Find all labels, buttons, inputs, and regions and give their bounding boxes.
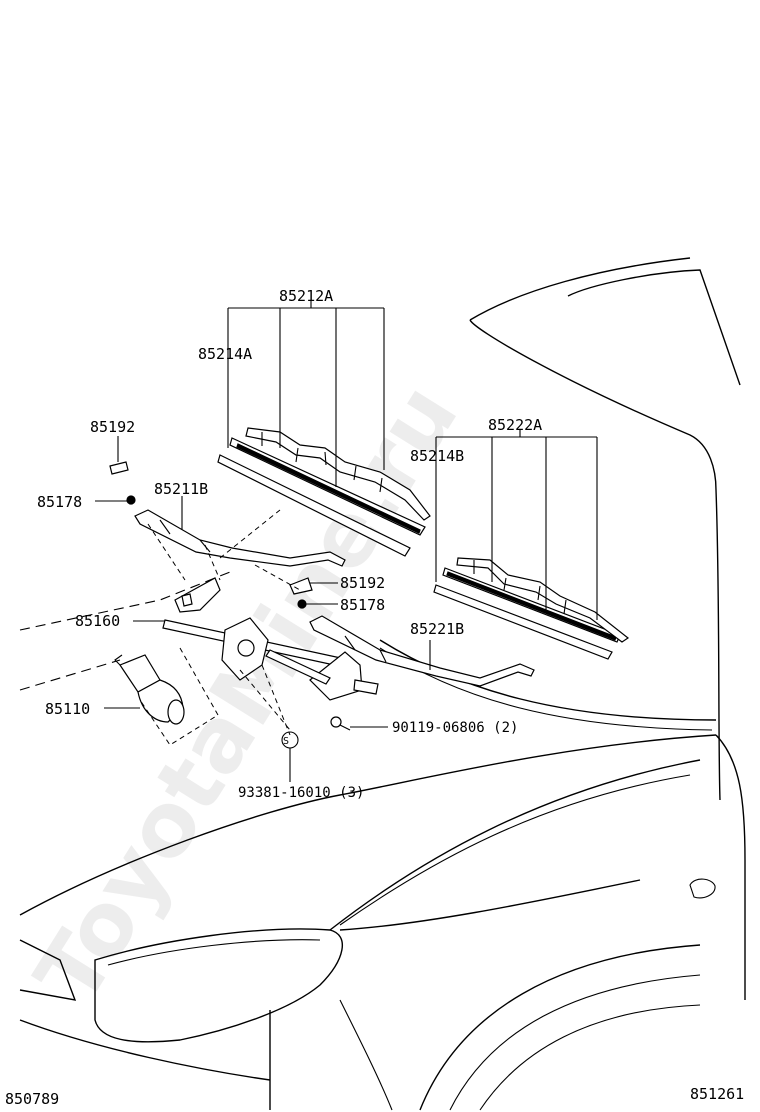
label-85110: 85110 xyxy=(45,700,90,718)
cap-85192-top xyxy=(109,461,129,475)
cap-85192-mid xyxy=(289,577,313,595)
label-85178-top: 85178 xyxy=(37,493,82,511)
footer-left-code: 850789 xyxy=(5,1090,59,1108)
wiper-arm-85221b xyxy=(309,615,535,687)
wiper-blade-85212a xyxy=(217,427,431,557)
leader-lines xyxy=(95,300,598,782)
label-85192-mid: 85192 xyxy=(340,574,385,592)
label-85211b: 85211B xyxy=(154,480,208,498)
nut-85178-top xyxy=(126,495,136,505)
label-85214b: 85214B xyxy=(410,447,464,465)
label-bolt-90119: 90119-06806 (2) xyxy=(392,720,518,736)
bolt-90119 xyxy=(330,716,351,731)
wiper-motor-85110 xyxy=(114,654,185,725)
label-85221b: 85221B xyxy=(410,620,464,638)
vehicle-body-outline xyxy=(19,257,746,1111)
label-85222a: 85222A xyxy=(488,416,542,434)
label-85160: 85160 xyxy=(75,612,120,630)
wiper-linkage-85160 xyxy=(162,577,379,701)
label-screw-93381: 93381-16010 (3) xyxy=(238,785,364,801)
assembly-guide-lines xyxy=(139,509,301,746)
screw-symbol-letter: S xyxy=(283,736,289,747)
label-85192-top: 85192 xyxy=(90,418,135,436)
label-85178-mid: 85178 xyxy=(340,596,385,614)
label-85212a: 85212A xyxy=(279,287,333,305)
wiper-blade-85222a xyxy=(433,557,630,660)
footer-right-code: 851261 xyxy=(690,1085,744,1103)
nut-85178-mid xyxy=(297,599,307,609)
label-85214a: 85214A xyxy=(198,345,252,363)
